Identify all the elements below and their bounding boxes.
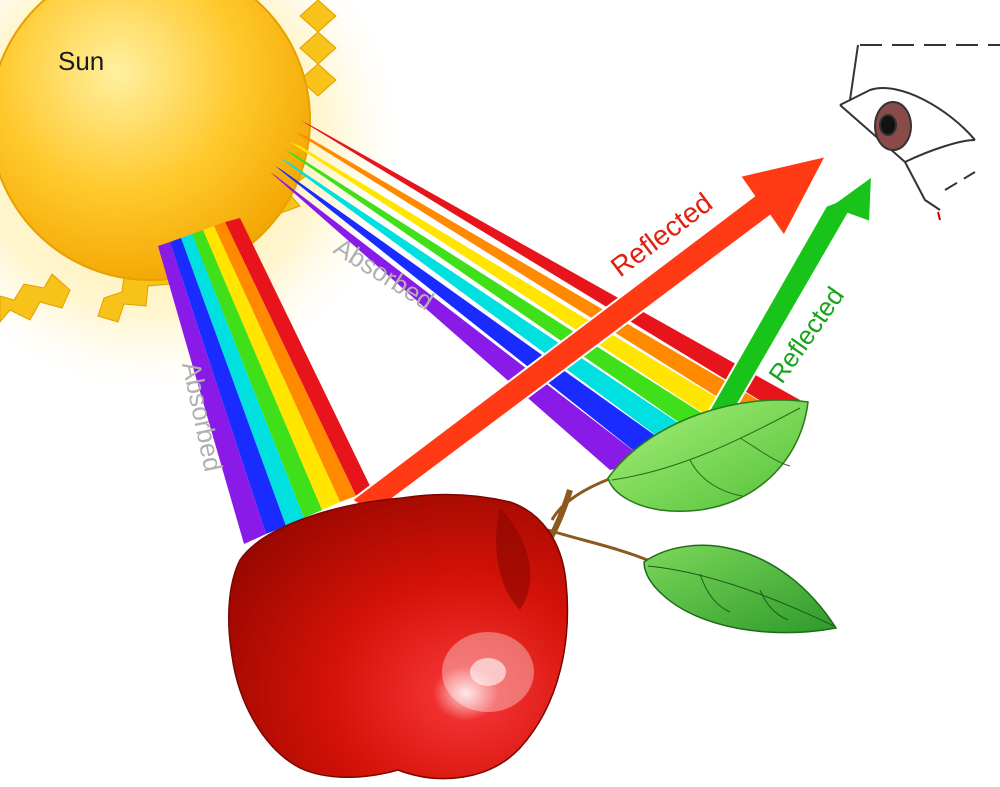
beam-band-green: [192, 230, 322, 518]
eye-icon: [839, 44, 1000, 221]
leaf-beam-band-green: [285, 150, 744, 448]
leaf-upper: [607, 399, 809, 512]
leaf-beam-band-yellow: [290, 142, 770, 440]
leaf-beam-band-violet: [270, 172, 648, 470]
pupil: [879, 114, 897, 136]
leaf-beam-band-red: [300, 120, 800, 420]
apple-shadow-crease: [496, 508, 531, 610]
leaf-beam-band-blue: [275, 166, 684, 462]
sun-disc: [0, 0, 311, 281]
apple: [228, 493, 569, 780]
spectrum-beam-to-leaf: [270, 120, 800, 470]
spectrum-beam-to-apple: [158, 218, 372, 544]
beam-band-violet: [158, 242, 266, 544]
leaf-beam-band-cyan: [280, 158, 716, 456]
beam-band-cyan: [181, 234, 304, 526]
beam-band-blue: [170, 238, 286, 534]
leaf-lower: [643, 544, 838, 634]
beam-band-orange: [214, 222, 356, 502]
beam-band-red: [225, 218, 372, 496]
sun: Sun: [0, 0, 400, 390]
sun-label: Sun: [58, 46, 104, 76]
beam-band-yellow: [203, 226, 340, 510]
leaf-beam-band-orange: [295, 132, 792, 430]
